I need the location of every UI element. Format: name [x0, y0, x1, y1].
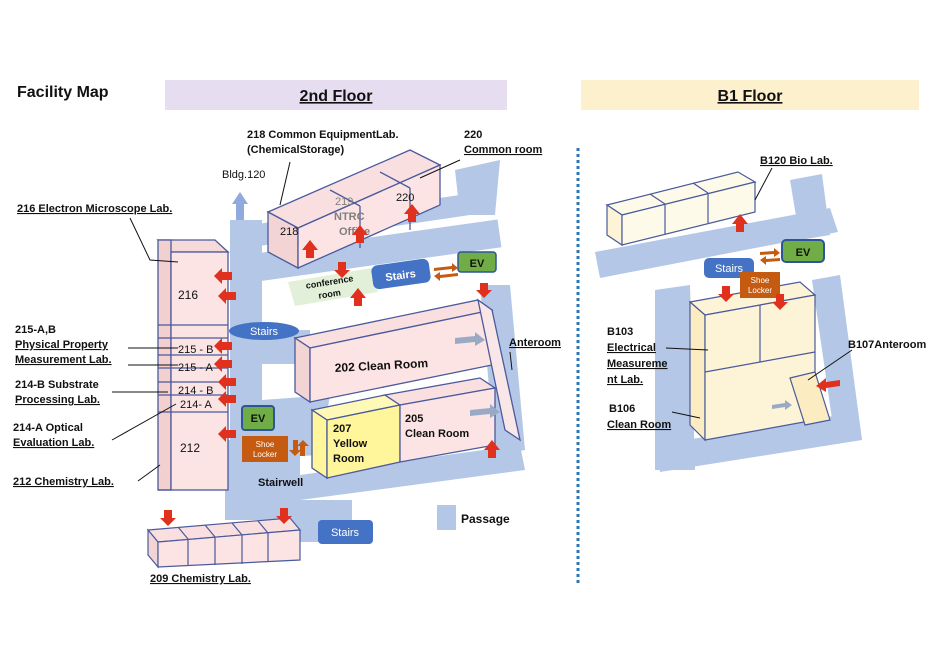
- room-205-name: Clean Room: [405, 428, 469, 440]
- conference-room: [288, 268, 378, 306]
- leader-lines-b1: [665, 167, 853, 419]
- room-207-205: [310, 377, 497, 480]
- label-b103-line4: nt Lab.: [607, 374, 643, 386]
- label-214a-line2: Evaluation Lab.: [13, 437, 94, 449]
- shoe-locker-2f-label-2: Locker: [253, 450, 277, 459]
- room-209-block: [146, 517, 302, 569]
- leader-212: [137, 464, 161, 482]
- elevator-north: [457, 251, 497, 273]
- elevator-north-arrows: [434, 263, 458, 281]
- stairs-west-label: Stairs: [250, 326, 279, 338]
- leader-lines-2f: [111, 159, 513, 441]
- room-212-number: 212: [180, 441, 200, 455]
- room-220-number: 220: [396, 192, 414, 204]
- room-218-number: 218: [280, 226, 298, 238]
- room-202-label: 202 Clean Room: [334, 356, 428, 375]
- label-209: 209 Chemistry Lab.: [150, 573, 251, 585]
- label-b103-line3: Measureme: [607, 358, 668, 370]
- b1-elevator-label: EV: [796, 247, 811, 259]
- room-b120-block: [605, 171, 757, 247]
- flow-arrow-b1: [772, 400, 792, 410]
- room-207-number: 207: [333, 423, 351, 435]
- elevator-west: [241, 405, 275, 431]
- label-214b-line1: 214-B Substrate: [15, 379, 99, 391]
- b1-shoe-locker-label-2: Locker: [748, 286, 772, 295]
- north-rooms: [266, 149, 442, 270]
- flow-arrows-2f: [455, 332, 500, 418]
- stairwell-label: Stairwell: [258, 477, 303, 489]
- label-215-line2: Physical Property: [15, 339, 109, 351]
- shoe-locker-2f-arrows: [289, 440, 309, 456]
- shoe-locker-2f-label-1: Shoe: [256, 440, 275, 449]
- stairs-north: [371, 258, 431, 290]
- label-220-line1: 220: [464, 129, 482, 141]
- b1-elevator: [781, 239, 825, 263]
- label-b106-line1: B106: [609, 403, 635, 415]
- clean-room-202: [293, 298, 521, 442]
- stairs-west: [229, 322, 299, 340]
- room-215a-number: 215 - A: [178, 362, 214, 374]
- heading-b1-background: [581, 80, 919, 110]
- door-arrows-b1: [718, 214, 840, 392]
- room-207-name-2: Room: [333, 453, 364, 465]
- label-b103-line2: Electrical: [607, 342, 656, 354]
- room-219-name-1: NTRC: [334, 211, 365, 223]
- room-207-name-1: Yellow: [333, 438, 368, 450]
- room-215b-number: 215 - B: [178, 344, 213, 356]
- label-218-line2: (ChemicalStorage): [247, 144, 345, 156]
- legend-passage-swatch: [437, 505, 456, 530]
- bldg-120-arrow: [232, 192, 248, 220]
- label-214b-line2: Processing Lab.: [15, 394, 100, 406]
- room-216-number: 216: [178, 288, 198, 302]
- map-title: Facility Map: [17, 84, 109, 101]
- b1-stairs-label: Stairs: [715, 263, 744, 275]
- stairs-south-label: Stairs: [331, 527, 360, 539]
- label-b103-line1: B103: [607, 326, 633, 338]
- shoe-locker-2f: [242, 436, 288, 462]
- label-220-line2: Common room: [464, 144, 542, 156]
- b1-ev-arrows: [760, 248, 780, 265]
- room-214b-number: 214 - B: [178, 385, 213, 397]
- label-215-line1: 215-A,B: [15, 324, 56, 336]
- room-214a-number: 214- A: [180, 399, 212, 411]
- label-b106-line2: Clean Room: [607, 419, 671, 431]
- conference-room-label-2: room: [318, 287, 342, 300]
- label-218-line1: 218 Common EquipmentLab.: [247, 129, 399, 141]
- door-arrows-2f: [160, 204, 500, 526]
- label-anteroom: Anteroom: [509, 337, 561, 349]
- heading-b1-floor: B1 Floor: [718, 88, 783, 105]
- stairs-south: [318, 520, 373, 544]
- label-215-line3: Measurement Lab.: [15, 354, 112, 366]
- label-214a-line1: 214-A Optical: [13, 422, 83, 434]
- legend-passage-label: Passage: [461, 512, 510, 526]
- heading-2f-background: [165, 80, 507, 110]
- rooms-b103-b106: [688, 281, 831, 442]
- b1-shoe-locker: [740, 272, 780, 298]
- heading-2nd-floor: 2nd Floor: [300, 88, 373, 105]
- label-216: 216 Electron Microscope Lab.: [17, 203, 172, 215]
- elevator-north-label: EV: [470, 258, 485, 270]
- passages-b1: [595, 174, 862, 472]
- label-212: 212 Chemistry Lab.: [13, 476, 114, 488]
- elevator-west-label: EV: [251, 413, 266, 425]
- room-205-number: 205: [405, 413, 423, 425]
- room-219-number: 219: [335, 196, 353, 208]
- label-b107: B107Anteroom: [848, 339, 926, 351]
- stairs-north-label: Stairs: [385, 268, 417, 284]
- label-b120: B120 Bio Lab.: [760, 155, 833, 167]
- b1-shoe-locker-label-1: Shoe: [751, 276, 770, 285]
- bldg-120-label: Bldg.120: [222, 169, 265, 181]
